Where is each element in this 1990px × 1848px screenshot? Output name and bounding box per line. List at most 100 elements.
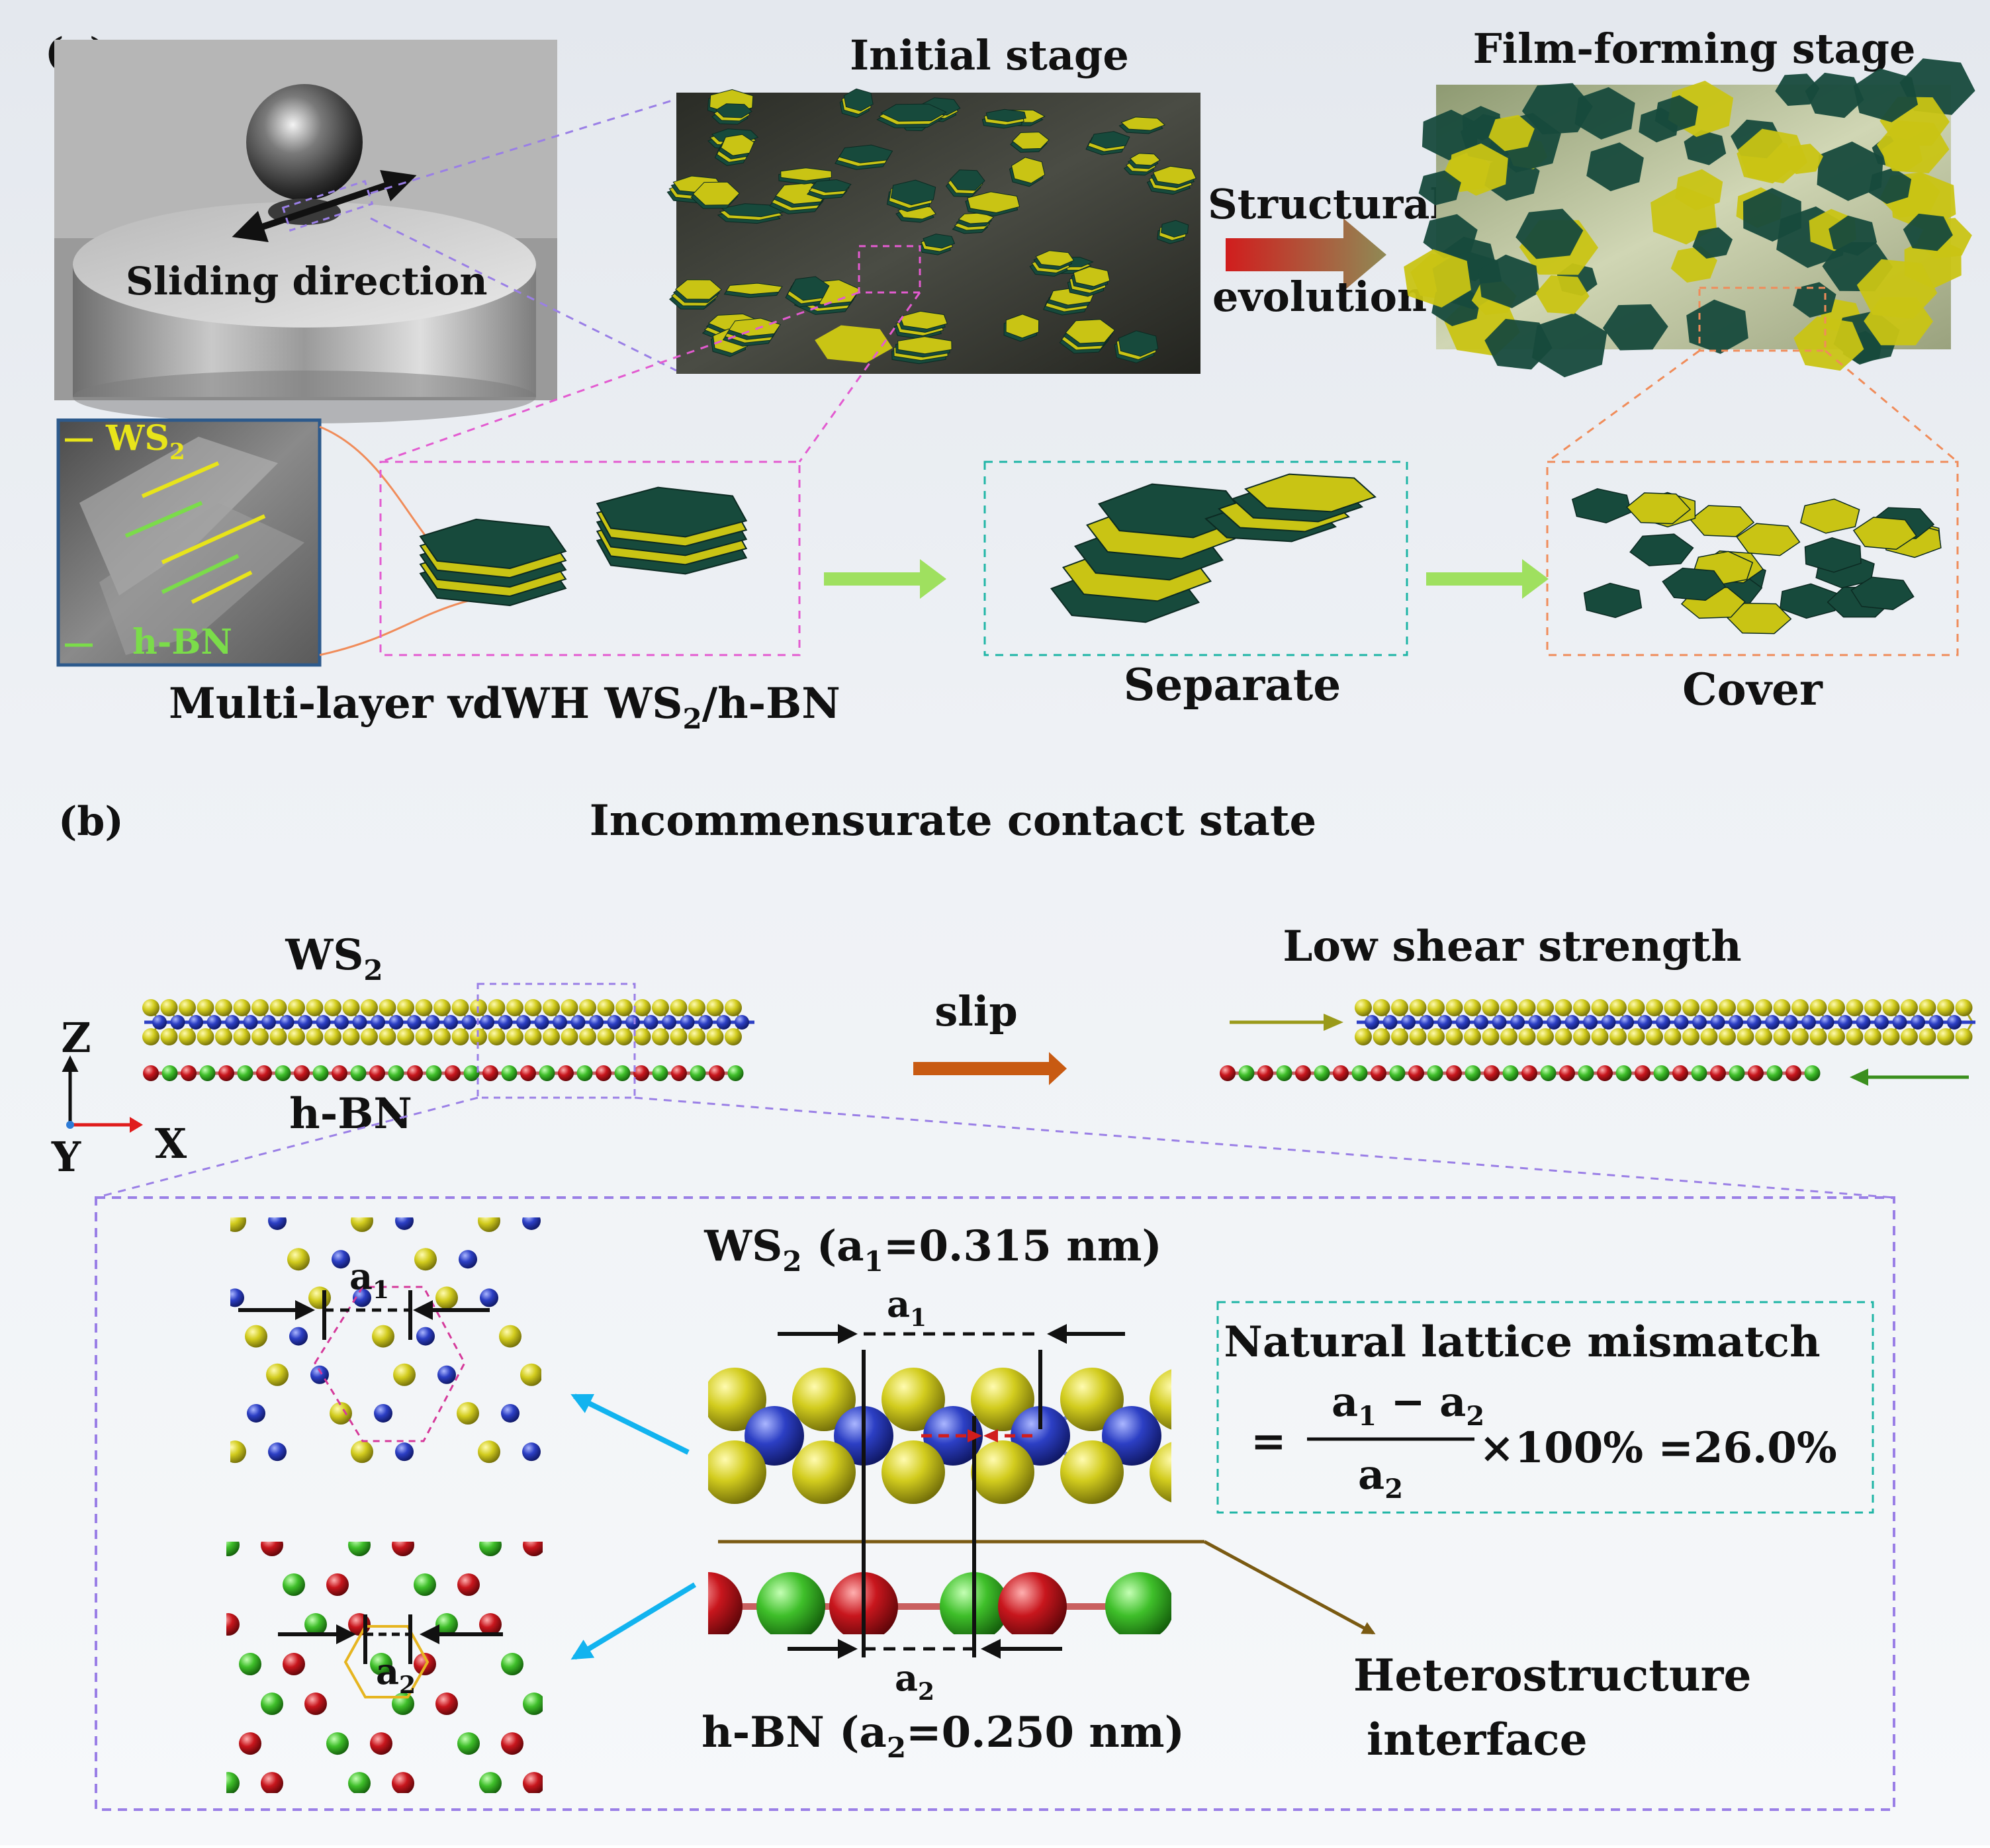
sulfur-atom — [506, 999, 523, 1016]
sem-hbn-label: h-BN — [132, 622, 232, 662]
flake — [1089, 131, 1130, 149]
flake — [1583, 582, 1643, 619]
mismatch-title: Natural lattice mismatch — [1224, 1317, 1820, 1367]
sulfur-atom — [488, 999, 506, 1016]
sulfur-atom — [379, 1028, 396, 1045]
nitrogen-atom — [1371, 1065, 1386, 1081]
boron-atom — [539, 1065, 555, 1081]
sulfur-atom — [142, 1028, 159, 1045]
flake — [1684, 130, 1727, 165]
sulfur-atom — [1755, 1028, 1772, 1045]
flake — [958, 212, 995, 224]
tungsten-atom — [268, 1442, 287, 1462]
sulfur-atom — [351, 1440, 373, 1464]
sulfur-atom — [451, 1028, 469, 1045]
boron-atom — [1314, 1065, 1330, 1081]
flake — [1012, 132, 1050, 150]
flake — [1120, 116, 1165, 131]
tungsten-atom — [1656, 1015, 1670, 1030]
sulfur-atom — [633, 1028, 651, 1045]
sulfur-atom — [652, 1028, 669, 1045]
sulfur-atom — [1828, 999, 1845, 1016]
boron-atom — [370, 1653, 392, 1676]
boron-atom — [1691, 1065, 1707, 1081]
film-forming-image — [1404, 58, 1975, 378]
sulfur-atom — [288, 999, 305, 1016]
flake — [1651, 186, 1717, 245]
flake — [1073, 266, 1110, 287]
sulfur-atom — [1355, 999, 1372, 1016]
tungsten-atom — [522, 1217, 541, 1230]
boron-atom — [435, 1613, 458, 1636]
sulfur-atom — [230, 1217, 246, 1232]
sulfur-atom — [361, 1028, 378, 1045]
flake — [1817, 141, 1883, 201]
sulfur-atom — [1919, 999, 1936, 1016]
tungsten-atom — [261, 1015, 276, 1030]
flake — [1535, 275, 1590, 314]
sulfur-atom — [1500, 999, 1517, 1016]
flake — [1654, 95, 1698, 133]
flake — [1686, 299, 1748, 354]
tungsten-atom — [501, 1403, 520, 1423]
tungsten-atom — [1838, 1015, 1852, 1030]
flake — [1422, 109, 1478, 161]
sulfur-atom — [488, 1028, 506, 1045]
sulfur-atom — [1373, 1028, 1390, 1045]
sulfur-atom — [269, 999, 287, 1016]
tungsten-atom — [395, 1442, 414, 1462]
boron-atom — [239, 1653, 261, 1676]
flake — [1783, 144, 1823, 175]
sulfur-atom — [1409, 1028, 1427, 1045]
boron-atom — [226, 1772, 240, 1793]
sulfur-atom — [1150, 1442, 1171, 1503]
boron-atom — [283, 1573, 305, 1597]
flake — [1602, 304, 1668, 351]
tungsten-atom — [461, 1015, 476, 1030]
flake — [1161, 220, 1189, 238]
separate-label: Separate — [1124, 659, 1341, 711]
nitrogen-atom — [1333, 1065, 1349, 1081]
boron-atom — [1502, 1065, 1519, 1081]
a1-central-label: a1 — [887, 1283, 927, 1332]
sulfur-atom — [971, 1440, 1034, 1504]
sulfur-atom — [342, 1028, 360, 1045]
tungsten-atom — [170, 1015, 185, 1030]
interface-label: interface — [1367, 1714, 1588, 1765]
sulfur-atom — [882, 1440, 945, 1504]
flake — [815, 325, 893, 363]
tungsten-atom — [374, 1403, 392, 1423]
nitrogen-atom — [445, 1065, 461, 1081]
boron-atom — [501, 1065, 518, 1081]
sulfur-atom — [1664, 1028, 1682, 1045]
structural-label: Structural — [1208, 180, 1445, 228]
tungsten-atom — [662, 1015, 676, 1030]
sulfur-atom — [197, 999, 214, 1016]
sulfur-atom — [179, 1028, 196, 1045]
sulfur-atom — [287, 1248, 310, 1271]
flake — [1152, 165, 1197, 185]
tungsten-atom — [1437, 1015, 1452, 1030]
central-side-view — [708, 1324, 1376, 1659]
nitrogen-atom — [332, 1065, 347, 1081]
hbn-top-lattice — [226, 1542, 543, 1793]
tungsten-atom — [1528, 1015, 1543, 1030]
boron-atom — [614, 1065, 631, 1081]
sulfur-atom — [708, 1440, 766, 1504]
sulfur-atom — [1609, 999, 1627, 1016]
tungsten-atom — [189, 1015, 203, 1030]
sulfur-atom — [725, 1028, 742, 1045]
boron-atom — [326, 1732, 349, 1755]
mismatch-box — [1216, 1301, 1874, 1514]
sulfur-atom — [543, 1028, 560, 1045]
tungsten-atom — [1692, 1015, 1707, 1030]
nitrogen-atom — [482, 1065, 498, 1081]
tungsten-atom — [1419, 1015, 1434, 1030]
mismatch-result: ×100% =26.0% — [1479, 1423, 1837, 1473]
sulfur-atom — [1919, 1028, 1936, 1045]
boron-atom — [1427, 1065, 1443, 1081]
sulfur-atom — [520, 1363, 541, 1386]
axis-y-label: Y — [51, 1133, 81, 1181]
boron-atom — [463, 1065, 480, 1081]
flake — [1736, 523, 1801, 556]
